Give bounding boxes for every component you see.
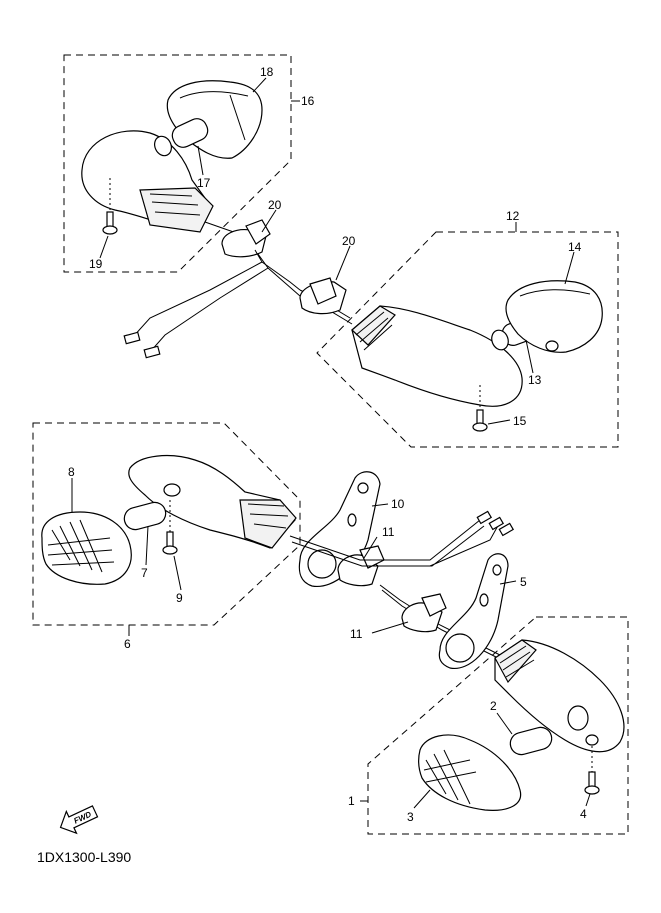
fwd-arrow-icon: FWD bbox=[59, 805, 99, 835]
screw-9 bbox=[162, 500, 178, 555]
callout-4: 4 bbox=[580, 807, 587, 821]
lens-3 bbox=[418, 734, 522, 811]
callout-2: 2 bbox=[490, 699, 497, 713]
bulb-17 bbox=[154, 118, 209, 157]
diagram-code: 1DX1300-L390 bbox=[37, 849, 131, 865]
stay-10 bbox=[298, 471, 381, 587]
turn-signal-rear-right bbox=[351, 305, 523, 407]
lens-8 bbox=[41, 511, 132, 585]
wire-harness-upper bbox=[131, 249, 269, 353]
wire-harness-upper-2 bbox=[261, 261, 301, 297]
wire-harness-lower bbox=[289, 519, 501, 567]
screw-15 bbox=[472, 385, 488, 432]
bulb-2 bbox=[509, 726, 553, 756]
turn-signal-front-left bbox=[128, 455, 297, 549]
connectors-lower bbox=[476, 510, 515, 537]
callout-1: 1 bbox=[348, 794, 355, 808]
callout-9: 9 bbox=[176, 591, 183, 605]
grommet-11-upper bbox=[337, 545, 385, 587]
callout-11-lower: 11 bbox=[350, 627, 363, 641]
callout-15: 15 bbox=[513, 414, 527, 428]
callout-20-lower: 20 bbox=[342, 234, 356, 248]
callout-5: 5 bbox=[520, 575, 527, 589]
turn-signal-front-right bbox=[494, 639, 625, 753]
grommet-11-lower bbox=[401, 593, 447, 633]
lens-3-grid bbox=[423, 749, 477, 805]
callout-14: 14 bbox=[568, 240, 582, 254]
bulb-7 bbox=[123, 483, 181, 531]
callout-8: 8 bbox=[68, 465, 75, 479]
callout-16: 16 bbox=[301, 94, 315, 108]
callout-17: 17 bbox=[197, 176, 211, 190]
callout-13: 13 bbox=[528, 373, 542, 387]
callout-20-upper: 20 bbox=[268, 198, 282, 212]
assembly-1-outline bbox=[367, 616, 629, 835]
leader-lines bbox=[71, 77, 591, 809]
stay-5 bbox=[438, 553, 509, 669]
callout-19: 19 bbox=[89, 257, 103, 271]
screw-4 bbox=[584, 746, 600, 795]
assembly-16-outline bbox=[63, 54, 292, 273]
grommet-20-upper bbox=[221, 219, 271, 258]
connector-a bbox=[123, 331, 141, 345]
assembly-6-outline bbox=[32, 422, 301, 626]
grommet-20-lower bbox=[299, 277, 347, 315]
callout-11-upper: 11 bbox=[382, 525, 395, 539]
callout-6: 6 bbox=[124, 637, 131, 651]
lens-14 bbox=[505, 280, 603, 353]
callout-7: 7 bbox=[141, 566, 148, 580]
callout-12: 12 bbox=[506, 209, 520, 223]
callout-10: 10 bbox=[391, 497, 405, 511]
callout-3: 3 bbox=[407, 810, 414, 824]
callout-18: 18 bbox=[260, 65, 274, 79]
connector-b bbox=[143, 345, 161, 359]
lens-8-grid bbox=[47, 519, 115, 573]
screw-19 bbox=[102, 178, 118, 235]
